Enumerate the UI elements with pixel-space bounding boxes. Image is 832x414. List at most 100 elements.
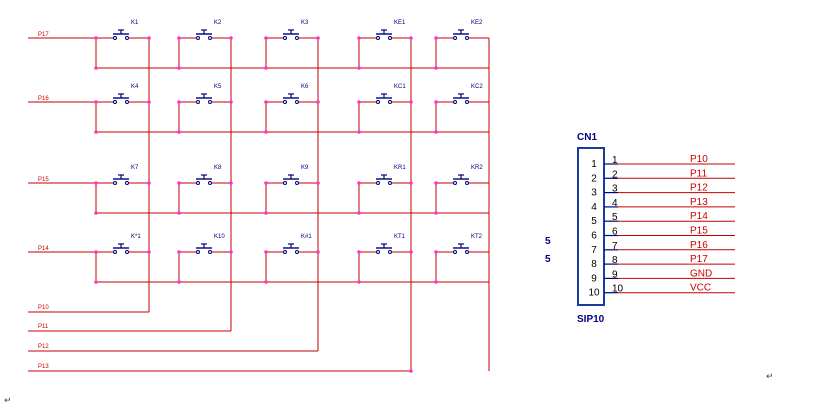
row-label-p17: P17 [38,32,49,38]
junction-dot [316,250,320,254]
key-kt2: KT2 [434,234,489,284]
junction-dot [357,211,361,215]
column-label-p12: P12 [38,344,49,350]
junction-dot [264,100,268,104]
junction-dot [434,181,438,185]
key-designator: K2 [214,20,222,26]
junction-dot [316,36,320,40]
pin-number-inside: 4 [591,202,597,213]
key-designator: K6 [301,84,309,90]
key-kc1: KC1 [357,84,411,134]
key-designator: K7 [131,165,139,171]
pin-net-label: P11 [690,168,707,179]
junction-dot [409,369,413,373]
switch-contact-left [376,181,380,185]
key-k2: K2 [177,20,231,70]
stray-mark: 5 [545,254,551,265]
switch-contact-right [295,36,299,40]
switch-contact-right [208,100,212,104]
key-k8: K8 [177,165,231,215]
switch-contact-right [465,100,469,104]
junction-dot [147,100,151,104]
junction-dot [409,250,413,254]
column-label-p10: P10 [38,305,49,311]
pin-number-outside: 5 [612,212,618,223]
junction-dot [94,100,98,104]
junction-dot [229,100,233,104]
key-k6: K6 [264,84,318,134]
row-label-p16: P16 [38,96,49,102]
key-kr1: KR1 [357,165,411,215]
pin-number-outside: 3 [612,184,618,195]
switch-contact-right [388,36,392,40]
key-designator: KT2 [471,234,483,240]
switch-contact-left [113,36,117,40]
junction-dot [316,100,320,104]
switch-contact-left [376,36,380,40]
row-label-p14: P14 [38,246,49,252]
connector-body [577,147,605,306]
pin-net-label: P15 [690,226,708,237]
switch-contact-left [376,250,380,254]
switch-contact-left [453,181,457,185]
junction-dot [357,250,361,254]
key-kt1: KT1 [357,234,411,284]
junction-dot [94,36,98,40]
pin-number-outside: 7 [612,241,618,252]
key-designator: K4 [131,84,139,90]
junction-dot [264,130,268,134]
switch-contact-right [125,36,129,40]
key-k1: K1 [94,20,149,70]
switch-contact-left [196,36,200,40]
pin-number-inside: 7 [591,245,597,256]
column-label-p11: P11 [38,324,49,330]
junction-dot [409,36,413,40]
switch-contact-left [283,181,287,185]
junction-dot [264,211,268,215]
switch-contact-left [113,100,117,104]
key-k10: K10 [177,234,231,284]
stray-mark: 5 [545,236,551,247]
switch-contact-left [196,100,200,104]
junction-dot [357,130,361,134]
junction-dot [177,280,181,284]
switch-contact-left [196,181,200,185]
switch-contact-right [388,181,392,185]
switch-contact-right [208,250,212,254]
switch-contact-left [113,181,117,185]
junction-dot [434,100,438,104]
junction-dot [229,181,233,185]
key-k3: K3 [264,20,318,70]
key-ke2: KE2 [434,20,489,70]
switch-contact-right [125,100,129,104]
switch-contact-right [465,36,469,40]
key-designator: K9 [301,165,309,171]
junction-dot [177,100,181,104]
junction-dot [409,100,413,104]
pin-number-outside: 6 [612,227,618,238]
key-designator: K10 [214,234,225,240]
junction-dot [316,181,320,185]
junction-dot [147,36,151,40]
switch-contact-right [465,181,469,185]
pin-net-label: P17 [690,254,708,265]
junction-dot [434,211,438,215]
pin-number-outside: 8 [612,255,618,266]
pin-net-label: P16 [690,240,708,251]
switch-contact-right [465,250,469,254]
junction-dot [229,36,233,40]
switch-contact-left [376,100,380,104]
connector-ref: CN1 [577,132,597,143]
switch-contact-left [283,250,287,254]
pin-number-inside: 5 [591,216,597,227]
junction-dot [434,250,438,254]
junction-dot [177,181,181,185]
junction-dot [94,181,98,185]
